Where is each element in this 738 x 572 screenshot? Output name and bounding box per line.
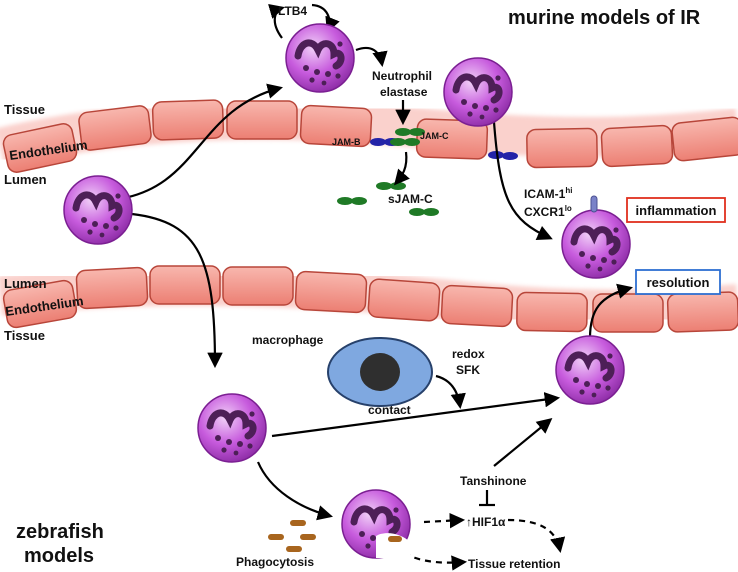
label-icam: ICAM-1hi — [524, 186, 572, 201]
label-sfk: SFK — [456, 363, 480, 377]
neutrophil-reverse — [444, 58, 512, 126]
label-neutrophil-elastase-1: Neutrophil — [372, 69, 432, 83]
endothelial-cell — [666, 291, 738, 333]
bottom-endothelium-layer — [0, 265, 738, 333]
icam-receptor — [590, 195, 598, 213]
arrow-tanshinone-up — [493, 418, 553, 467]
macrophage — [327, 337, 433, 407]
label-contact: contact — [368, 403, 411, 417]
arrow-to-ltb4 — [268, 4, 285, 39]
arrow-to-zebrafish — [131, 212, 223, 369]
label-tissue-top: Tissue — [4, 102, 45, 117]
label-hif: ↑HIF1α — [466, 515, 506, 529]
inflammation-box: inflammation — [626, 197, 726, 223]
label-jam-c: JAM-C — [420, 131, 449, 141]
label-neutrophil-elastase-2: elastase — [380, 85, 428, 99]
arrow-resolution — [588, 283, 633, 339]
endothelial-cell — [77, 104, 153, 152]
label-phagocytosis: Phagocytosis — [236, 555, 314, 569]
arrow-transmigration — [111, 83, 283, 202]
endothelial-cell — [75, 266, 149, 310]
arrow-reverse-migration — [492, 121, 553, 240]
label-sjam-c: sJAM-C — [388, 192, 433, 206]
label-tanshinone: Tanshinone — [460, 474, 527, 488]
label-lumen-top: Lumen — [4, 172, 47, 187]
phagocytosed-granules — [268, 520, 402, 552]
neutrophil-resolution — [556, 336, 624, 404]
neutrophil-inflammation — [562, 210, 630, 278]
label-redox: redox — [452, 347, 485, 361]
heading-zebrafish-2: models — [24, 545, 94, 567]
neutrophil-zebrafish — [198, 394, 266, 462]
heading-zebrafish-1: zebrafish — [16, 521, 104, 543]
label-jam-b: JAM-B — [332, 137, 361, 147]
arrow-redox — [435, 374, 466, 410]
arrow-to-phagocytosis — [256, 461, 333, 521]
endothelial-cell — [367, 277, 441, 323]
sjam-c-fragments — [337, 182, 439, 216]
label-tissue-retention: Tissue retention — [468, 557, 560, 571]
neutrophil-ltb4 — [286, 24, 354, 92]
endothelial-cell — [600, 124, 674, 168]
label-macrophage: macrophage — [252, 333, 324, 347]
arrow-hif-dashed — [423, 512, 466, 529]
neutrophil-lumen-top — [64, 176, 132, 244]
endothelial-cell — [670, 115, 738, 163]
top-endothelium-layer — [0, 99, 738, 175]
neutrophil-phagocytosing — [342, 490, 410, 558]
label-inflammation: inflammation — [636, 203, 717, 218]
arrow-to-elastase — [355, 46, 388, 68]
jam-c-junction — [390, 128, 425, 146]
endothelial-cell — [294, 270, 368, 314]
endothelial-cell — [222, 266, 294, 306]
arrow-sjamc — [393, 151, 410, 186]
arrow-contact — [271, 391, 561, 438]
endothelial-cell — [440, 284, 514, 328]
endothelial-cell — [525, 127, 599, 169]
endothelial-cell — [151, 99, 225, 141]
label-ltb4: LTB4 — [278, 4, 307, 18]
label-resolution: resolution — [647, 275, 710, 290]
label-lumen-bottom: Lumen — [4, 276, 47, 291]
label-cxcr: CXCR1lo — [524, 204, 572, 219]
heading-murine: murine models of IR — [508, 7, 701, 29]
arrow-retention-dashed — [507, 518, 566, 554]
endothelial-cell — [515, 291, 589, 333]
inhibition-bar — [479, 490, 495, 507]
resolution-box: resolution — [635, 269, 721, 295]
label-tissue-bottom: Tissue — [4, 328, 45, 343]
